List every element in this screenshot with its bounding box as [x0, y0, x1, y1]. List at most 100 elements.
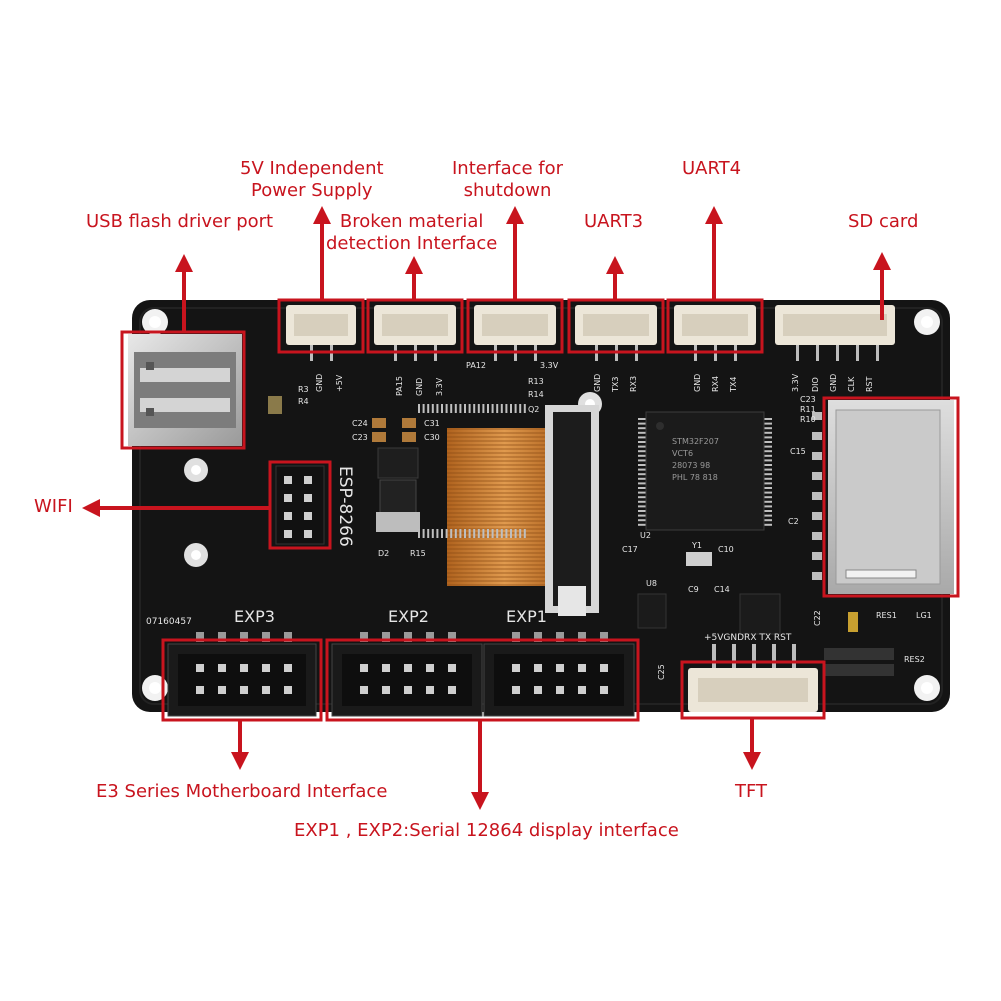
- header-pin: [404, 632, 412, 642]
- pin-label: RX4: [711, 376, 720, 392]
- mcu-marking-1: STM32F207: [672, 437, 719, 446]
- sd-side-pads: [812, 412, 822, 580]
- pin-label: GND: [415, 378, 424, 396]
- mcu-pin: [638, 491, 647, 494]
- exp3-label: EXP3: [234, 607, 275, 626]
- mcu-pin: [763, 431, 772, 434]
- callout-filament: Broken material detection Interface: [326, 211, 498, 254]
- mcu-pin: [763, 422, 772, 425]
- designator: C9: [688, 585, 699, 594]
- pin-label: TX3: [611, 377, 620, 393]
- header-pin: [448, 632, 456, 642]
- designator: R14: [528, 390, 544, 399]
- designator: Y1: [691, 541, 702, 550]
- callout-arrows: [82, 206, 891, 810]
- exp1-label: EXP1: [506, 607, 547, 626]
- header-pin: [284, 476, 292, 484]
- mcu-pin: [763, 500, 772, 503]
- mcu-pin: [638, 519, 647, 522]
- mcu-pin: [459, 404, 462, 413]
- header-pin: [600, 686, 608, 694]
- callout-exp: EXP1 , EXP2:Serial 12864 display interfa…: [294, 820, 679, 841]
- mcu-pin: [468, 404, 471, 413]
- mcu-pin: [763, 505, 772, 508]
- mcu-pin: [491, 529, 494, 538]
- mcu-pin: [514, 529, 517, 538]
- header-pin: [240, 632, 248, 642]
- mcu-pin: [500, 404, 503, 413]
- tft-pin: [752, 644, 756, 670]
- exp-highlight: [325, 638, 640, 722]
- header-pin: [404, 664, 412, 672]
- pin-label: 3.3V: [435, 377, 444, 396]
- arrow-head: [471, 792, 489, 810]
- header-pin: [382, 686, 390, 694]
- designator: C25: [657, 664, 666, 680]
- mcu-pin: [422, 404, 425, 413]
- header-pin: [426, 664, 434, 672]
- header-pin: [578, 664, 586, 672]
- designator: C23: [352, 433, 368, 442]
- mcu-pin: [763, 519, 772, 522]
- designator: R10: [800, 415, 816, 424]
- arrow-head: [82, 499, 100, 517]
- header-pin: [240, 686, 248, 694]
- esp-highlight: [268, 460, 332, 550]
- header-pin: [534, 632, 542, 642]
- header-pin: [600, 632, 608, 642]
- mcu-pin: [638, 487, 647, 489]
- header-pin: [196, 632, 204, 642]
- header-pin: [262, 686, 270, 694]
- mcu-pin: [638, 482, 647, 485]
- connector-pin-lead: [836, 345, 839, 361]
- header-pin: [382, 664, 390, 672]
- mcu-pin: [638, 459, 647, 462]
- arrow-head: [606, 256, 624, 274]
- mcu-pin: [477, 529, 480, 538]
- mcu-marking-2: VCT6: [672, 449, 693, 458]
- header-pin: [534, 686, 542, 694]
- header-pin: [284, 494, 292, 502]
- mcu-pin: [638, 445, 647, 448]
- header-pin: [426, 686, 434, 694]
- callout-uart3: UART3: [584, 211, 644, 232]
- mcu-pin: [418, 529, 420, 538]
- mcu-pin: [514, 404, 517, 413]
- mcu-pin: [763, 523, 772, 526]
- mcu-pin: [464, 404, 466, 413]
- mcu-pin: [519, 404, 522, 413]
- callout-usb: USB flash driver port: [86, 211, 274, 232]
- pin-label: PA15: [395, 376, 404, 396]
- designator: R15: [410, 549, 426, 558]
- pin-label: 3.3V: [791, 373, 800, 392]
- exp3-header: [167, 643, 317, 717]
- mcu-pin: [763, 464, 772, 466]
- header-pin: [360, 686, 368, 694]
- mcu-pin: [473, 529, 476, 538]
- mcu-pin: [445, 404, 448, 413]
- mcu-marking-3: 28073 98: [672, 461, 710, 470]
- exp-top-pins: [196, 632, 608, 642]
- mcu-pin: [482, 529, 485, 538]
- mcu-pin: [763, 468, 772, 471]
- mcu-pin: [763, 450, 772, 453]
- mcu-pin: [505, 404, 508, 413]
- mcu-pin: [763, 477, 772, 480]
- header-pin: [382, 632, 390, 642]
- mcu-chip: [418, 404, 772, 538]
- mcu-pin: [638, 510, 647, 512]
- header-pin: [284, 632, 292, 642]
- header-pin: [304, 512, 312, 520]
- designator: U2: [640, 531, 651, 540]
- sd-pad: [812, 552, 822, 560]
- pin-label: CLK: [847, 376, 856, 392]
- connector-pin-lead: [816, 345, 819, 361]
- header-pin: [196, 686, 204, 694]
- highlight-boxes: [120, 298, 960, 722]
- mcu-pin: [763, 496, 772, 499]
- sd-card-slot: [828, 400, 954, 594]
- mcu-pin: [638, 431, 647, 434]
- mcu-pin: [763, 482, 772, 485]
- designator: RES1: [876, 611, 897, 620]
